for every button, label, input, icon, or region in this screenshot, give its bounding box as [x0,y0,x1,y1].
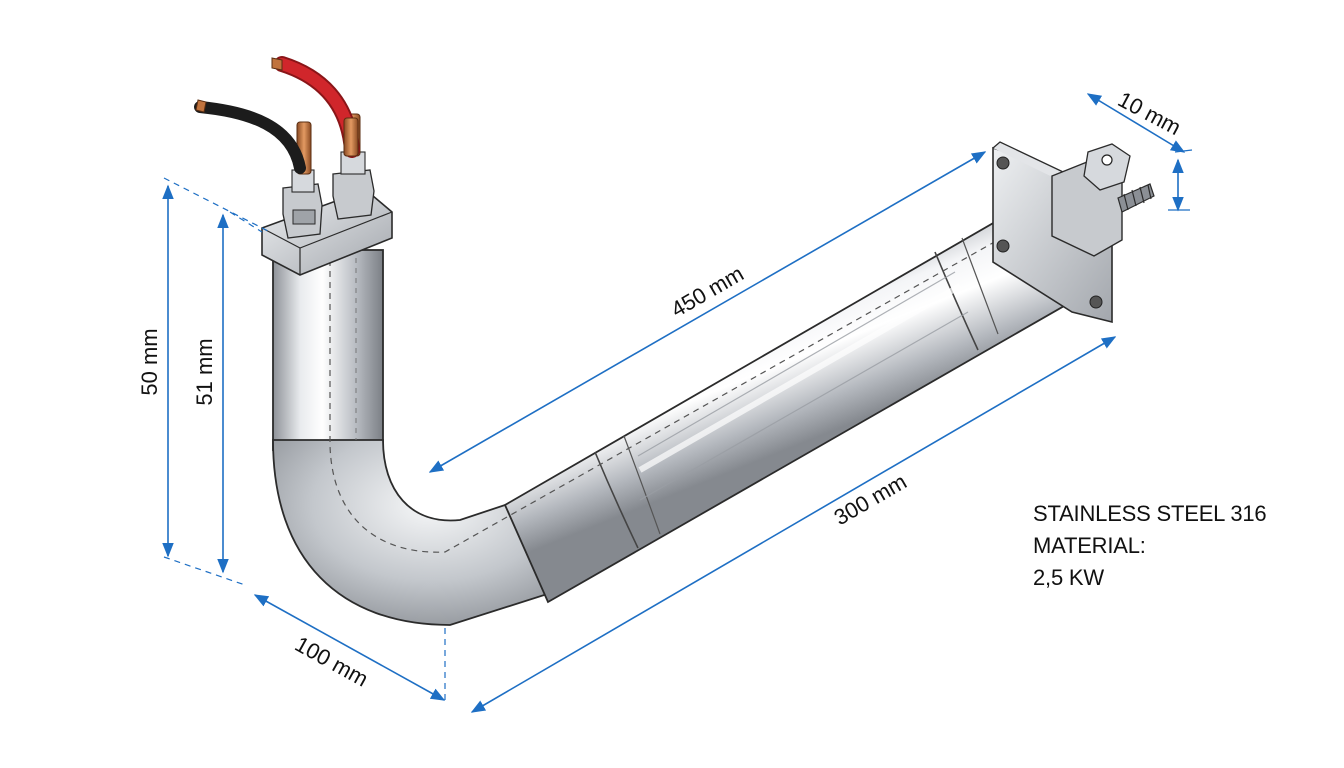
terminal-nut-left [282,169,323,239]
flange-hole [996,239,1010,253]
spec-material-label: MATERIAL: [1033,533,1146,558]
wire-red [271,56,360,158]
dim-label-height-outer: 50 mm [137,328,162,395]
dim-label-bend-depth: 100 mm [291,631,373,691]
flange-hole [1089,295,1103,309]
dim-line-tube-length [470,336,1117,713]
dim-line-bend-depth [253,594,446,701]
spec-material-value: STAINLESS STEEL 316 [1033,501,1267,526]
threaded-fitting [1051,143,1155,257]
spec-block: STAINLESS STEEL 316 MATERIAL: 2,5 KW [1033,498,1267,594]
thread-stud [1117,183,1155,213]
flange-hole [996,156,1010,170]
dim-line-flange [1086,93,1186,153]
dimension-lines [162,93,1193,713]
dim-label-tube-length: 300 mm [830,469,911,530]
dim-label-height-inner: 51 mm [192,338,217,405]
wire-black [194,99,306,174]
spec-power: 2,5 KW [1033,565,1104,590]
heater-tube [272,194,1100,626]
terminal-nut-right [332,151,375,220]
dim-label-flange-thickness: 10 mm [1114,87,1185,141]
